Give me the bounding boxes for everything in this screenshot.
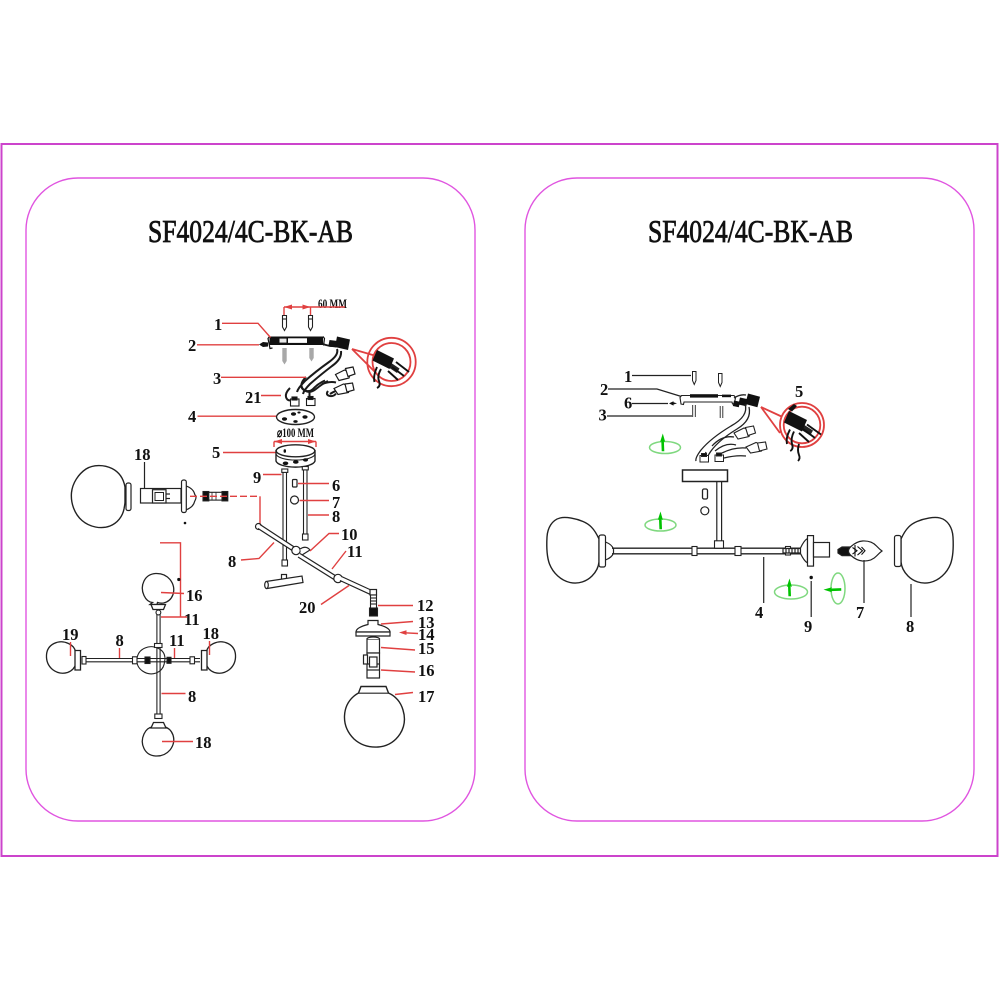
- svg-text:7: 7: [332, 493, 340, 512]
- svg-text:60 MM: 60 MM: [318, 296, 347, 311]
- svg-text:11: 11: [184, 610, 200, 629]
- svg-text:17: 17: [418, 687, 435, 706]
- svg-text:15: 15: [418, 639, 435, 658]
- svg-text:9: 9: [804, 617, 812, 636]
- svg-text:6: 6: [624, 394, 632, 413]
- svg-text:2: 2: [188, 336, 196, 355]
- svg-text:21: 21: [245, 388, 262, 407]
- svg-text:3: 3: [599, 406, 607, 425]
- svg-text:9: 9: [253, 468, 261, 487]
- svg-text:14: 14: [418, 625, 435, 644]
- svg-text:7: 7: [856, 603, 864, 622]
- svg-text:10: 10: [341, 525, 358, 544]
- svg-text:11: 11: [169, 631, 185, 650]
- svg-text:8: 8: [228, 552, 236, 571]
- svg-text:18: 18: [203, 624, 220, 643]
- svg-text:18: 18: [134, 445, 151, 464]
- svg-text:11: 11: [347, 542, 363, 561]
- svg-text:8: 8: [116, 631, 124, 650]
- svg-text:18: 18: [195, 733, 212, 752]
- svg-text:1: 1: [214, 315, 222, 334]
- svg-text:SF4024/4C-BK-AB: SF4024/4C-BK-AB: [148, 213, 353, 249]
- svg-text:4: 4: [755, 603, 763, 622]
- svg-text:5: 5: [212, 443, 220, 462]
- svg-text:3: 3: [213, 369, 221, 388]
- svg-text:12: 12: [417, 596, 434, 615]
- svg-text:8: 8: [332, 507, 340, 526]
- svg-text:⌀100 MM: ⌀100 MM: [277, 425, 314, 440]
- svg-text:16: 16: [418, 661, 435, 680]
- svg-text:6: 6: [332, 476, 340, 495]
- svg-text:8: 8: [906, 617, 914, 636]
- svg-text:1: 1: [624, 367, 632, 386]
- svg-text:SF4024/4C-BK-AB: SF4024/4C-BK-AB: [648, 213, 853, 249]
- svg-text:13: 13: [418, 613, 435, 632]
- svg-text:8: 8: [188, 687, 196, 706]
- svg-text:4: 4: [188, 407, 196, 426]
- svg-text:20: 20: [299, 598, 316, 617]
- svg-text:16: 16: [186, 586, 203, 605]
- svg-text:2: 2: [600, 380, 608, 399]
- svg-text:19: 19: [62, 625, 79, 644]
- svg-text:5: 5: [795, 382, 803, 401]
